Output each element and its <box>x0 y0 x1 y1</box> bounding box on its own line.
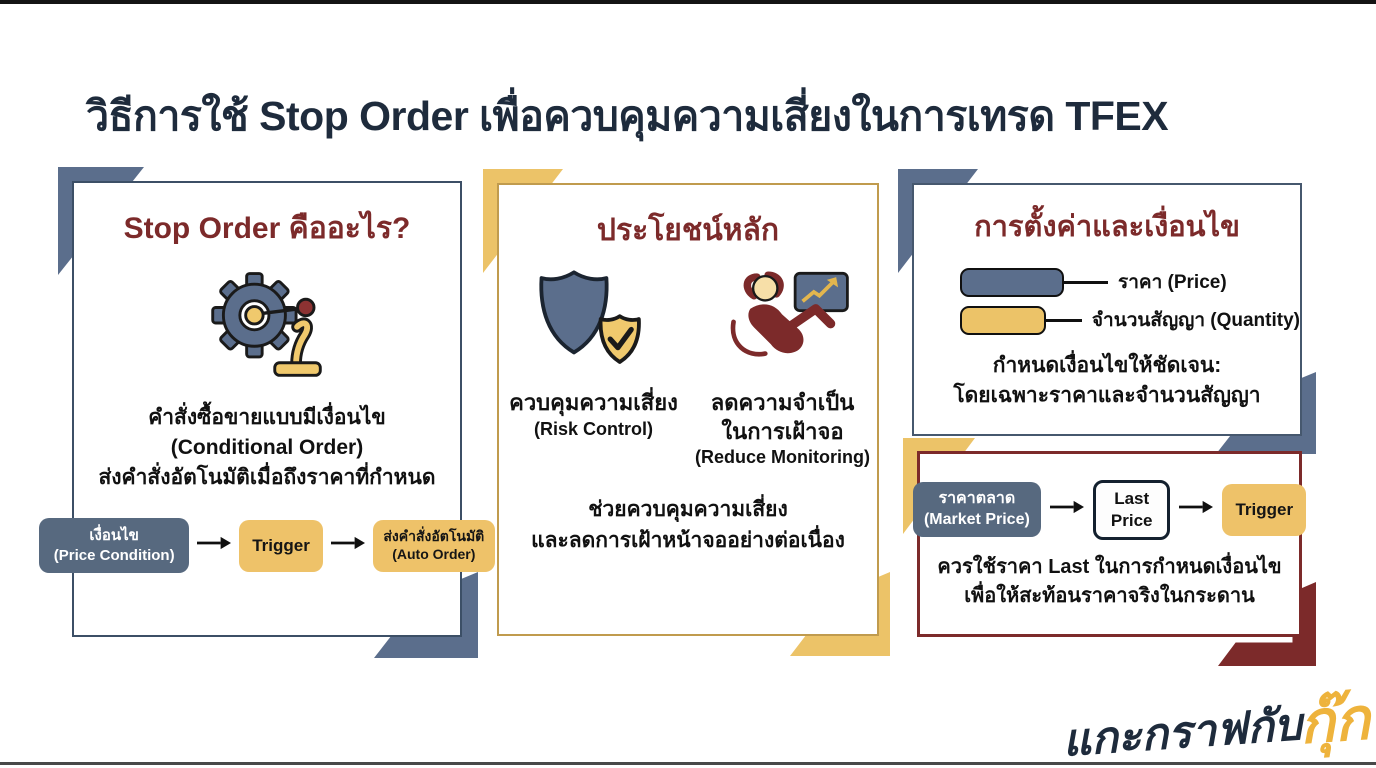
market-price-line1: ราคาตลาด <box>938 490 1016 508</box>
trigger-box-last: Trigger <box>1222 483 1307 536</box>
reduce-monitoring-sublabel: (Reduce Monitoring) <box>695 447 870 468</box>
brand-logo-accent: กุ๊ก <box>1297 686 1372 757</box>
top-edge-strip <box>0 0 1376 4</box>
last-price-box: Last Price <box>1092 480 1171 540</box>
auto-order-box: ส่งคำสั่งอัตโนมัติ (Auto Order) <box>372 519 495 572</box>
panel-what-is-header: Stop Order คืออะไร? <box>123 212 411 245</box>
reduce-monitoring-line1: ลดความจำเป็น <box>710 390 855 415</box>
panel-benefits: ประโยชน์หลัก ควบคุมความเสี่ยง (Risk Cont… <box>497 183 879 636</box>
last-price-line2: Price <box>1110 510 1153 530</box>
last-price-note: ควรใช้ราคา Last ในการกำหนดเงื่อนไข เพื่อ… <box>937 553 1281 611</box>
auto-order-line2: (Auto Order) <box>392 545 476 562</box>
what-is-desc-line3: ส่งคำสั่งอัตโนมัติเมื่อถึงราคาที่กำหนด <box>98 465 436 489</box>
auto-order-line1: ส่งคำสั่งอัตโนมัติ <box>383 527 485 544</box>
price-bar <box>960 267 1064 297</box>
price-condition-line1: เงื่อนไข <box>89 527 139 545</box>
shield-check-icon <box>532 266 656 379</box>
last-price-line1: Last <box>1114 489 1150 508</box>
arrow-right-icon <box>330 535 365 556</box>
benefit-reduce-monitoring: ลดความจำเป็น ในการเฝ้าจอ (Reduce Monitor… <box>688 266 877 470</box>
bottom-edge-strip <box>0 762 1376 765</box>
benefits-summary-line1: ช่วยควบคุมความเสี่ยง <box>588 497 788 521</box>
trigger-box: Trigger <box>239 519 323 572</box>
price-condition-line2: (Price Condition) <box>53 546 175 564</box>
quantity-connector-line <box>1045 318 1082 322</box>
quantity-label: จำนวนสัญญา (Quantity) <box>1091 310 1300 331</box>
settings-note-line2: โดยเฉพาะราคาและจำนวนสัญญา <box>953 384 1261 408</box>
arrow-right-icon <box>1049 499 1084 520</box>
what-is-desc-line1: คำสั่งซื้อขายแบบมีเงื่อนไข <box>148 406 386 429</box>
settings-note-line1: กำหนดเงื่อนไขให้ชัดเจน: <box>992 354 1222 377</box>
legend-row-quantity: จำนวนสัญญา (Quantity) <box>960 305 1300 335</box>
what-is-description: คำสั่งซื้อขายแบบมีเงื่อนไข (Conditional … <box>98 403 435 492</box>
benefit-items: ควบคุมความเสี่ยง (Risk Control) <box>499 266 877 470</box>
price-connector-line <box>1064 280 1108 284</box>
arrow-right-icon <box>197 535 232 556</box>
market-price-line2: (Market Price) <box>923 510 1030 528</box>
legend-row-price: ราคา (Price) <box>960 267 1300 297</box>
brand-logo: แกะกราฟกับกุ๊ก <box>1059 667 1374 768</box>
arrow-right-icon <box>1179 499 1214 520</box>
brand-logo-main: แกะกราฟกับ <box>1061 700 1304 766</box>
last-price-note-line2: เพื่อให้สะท้อนราคาจริงในกระดาน <box>964 584 1255 607</box>
settings-note: กำหนดเงื่อนไขให้ชัดเจน: โดยเฉพาะราคาและจ… <box>953 351 1260 412</box>
panel-what-is-stop-order: Stop Order คืออะไร? <box>39 181 495 637</box>
reduce-monitoring-label: ลดความจำเป็น ในการเฝ้าจอ <box>711 389 854 446</box>
condition-trigger-flow: เงื่อนไข (Price Condition) Trigger ส่งคำ… <box>39 518 495 573</box>
reduce-monitoring-line2: ในการเฝ้าจอ <box>721 418 844 444</box>
quantity-bar <box>960 305 1046 335</box>
relax-monitor-icon <box>713 266 853 379</box>
market-price-box: ราคาตลาด (Market Price) <box>912 482 1041 538</box>
what-is-desc-line2: (Conditional Order) <box>170 435 364 459</box>
last-price-flow: ราคาตลาด (Market Price) Last Price Trigg… <box>912 480 1307 540</box>
risk-control-label: ควบคุมความเสี่ยง <box>509 390 678 415</box>
gear-lever-icon <box>204 262 330 389</box>
price-condition-box: เงื่อนไข (Price Condition) <box>39 518 190 573</box>
settings-legend: ราคา (Price) จำนวนสัญญา (Quantity) <box>914 267 1300 335</box>
panel-benefits-header: ประโยชน์หลัก <box>596 214 780 247</box>
benefit-risk-control: ควบคุมความเสี่ยง (Risk Control) <box>499 266 688 470</box>
panel-settings-header: การตั้งค่าและเงื่อนไข <box>974 211 1240 243</box>
page-title: วิธีการใช้ Stop Order เพื่อควบคุมความเสี… <box>86 93 1169 139</box>
panel-settings: การตั้งค่าและเงื่อนไข ราคา (Price) จำนวน… <box>912 183 1302 436</box>
benefits-summary: ช่วยควบคุมความเสี่ยง และลดการเฝ้าหน้าจออ… <box>531 494 845 557</box>
price-label: ราคา (Price) <box>1118 272 1227 293</box>
benefits-summary-line2: และลดการเฝ้าหน้าจออย่างต่อเนื่อง <box>531 529 845 553</box>
panel-last-price: ราคาตลาด (Market Price) Last Price Trigg… <box>912 451 1307 637</box>
last-price-note-line1: ควรใช้ราคา Last ในการกำหนดเงื่อนไข <box>937 555 1282 578</box>
risk-control-sublabel: (Risk Control) <box>534 418 653 439</box>
